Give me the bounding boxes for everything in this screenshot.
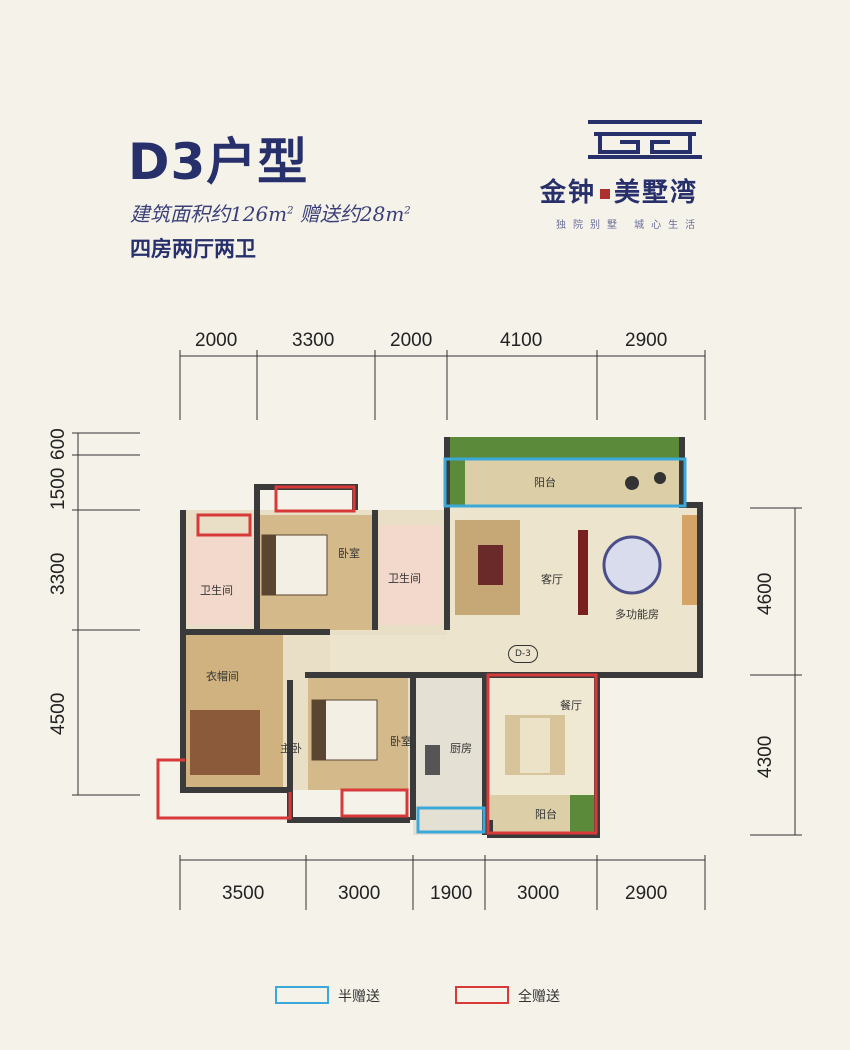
room-master: 主卧 <box>280 742 302 755</box>
room-balcony-top: 阳台 <box>534 476 556 489</box>
right-dim-2: 4300 <box>755 735 776 778</box>
top-dimension-lines <box>179 350 706 420</box>
room-multi: 多功能房 <box>615 608 659 621</box>
left-dim-1: 600 <box>48 428 69 460</box>
floor-areas <box>183 437 700 835</box>
right-dim-1: 4600 <box>755 572 776 615</box>
bottom-dim-2: 3000 <box>338 883 381 904</box>
room-kitchen: 厨房 <box>450 742 472 755</box>
brand-slogan: 独院别墅 城心生活 <box>556 220 703 231</box>
left-dim-3: 3300 <box>48 552 69 595</box>
room-bedroom-top: 卧室 <box>338 547 360 560</box>
bonus-label: 赠送约28m <box>293 202 405 226</box>
room-closet: 衣帽间 <box>206 670 239 683</box>
bottom-dim-1: 3500 <box>222 883 265 904</box>
legend-full-label: 全赠送 <box>518 989 560 1005</box>
area-label: 建筑面积约126m <box>130 202 288 226</box>
brand-seal-icon <box>600 189 611 199</box>
top-dim-4: 4100 <box>500 330 543 351</box>
room-bedroom-bottom: 卧室 <box>390 735 412 748</box>
brand-logo-icon <box>588 120 702 159</box>
left-dimension-lines <box>72 432 140 796</box>
area-info: 建筑面积约126m2 赠送约28m2 <box>130 198 411 227</box>
unit-marker: D-3 <box>508 645 538 663</box>
left-dim-4: 4500 <box>48 692 69 735</box>
layout-label: 四房两厅两卫 <box>130 237 256 261</box>
brand-name-right: 美墅湾 <box>614 178 699 208</box>
bonus-sup: 2 <box>404 205 411 217</box>
page-title: D3户型 <box>128 133 309 191</box>
room-living: 客厅 <box>541 573 563 586</box>
legend-half-label: 半赠送 <box>338 989 380 1005</box>
bottom-dimension-lines <box>179 855 706 910</box>
room-dining: 餐厅 <box>560 699 582 712</box>
room-bathroom-mid: 卫生间 <box>388 572 421 585</box>
legend-full-swatch <box>455 986 509 1004</box>
area-sup: 2 <box>287 205 294 217</box>
furniture <box>190 472 698 775</box>
bottom-dim-5: 2900 <box>625 883 668 904</box>
top-dim-2: 3300 <box>292 330 335 351</box>
left-dim-2: 1500 <box>48 467 69 510</box>
bottom-dim-3: 1900 <box>430 883 473 904</box>
top-dim-5: 2900 <box>625 330 668 351</box>
top-dim-3: 2000 <box>390 330 433 351</box>
brand-name: 金钟美墅湾 <box>540 172 698 209</box>
brand-name-left: 金钟 <box>540 178 597 208</box>
right-dimension-lines <box>750 507 802 836</box>
gift-outlines <box>156 457 687 835</box>
bottom-dim-4: 3000 <box>517 883 560 904</box>
room-bathroom-left: 卫生间 <box>200 584 233 597</box>
top-dim-1: 2000 <box>195 330 238 351</box>
room-balcony-bottom: 阳台 <box>535 808 557 821</box>
legend-half-swatch <box>275 986 329 1004</box>
